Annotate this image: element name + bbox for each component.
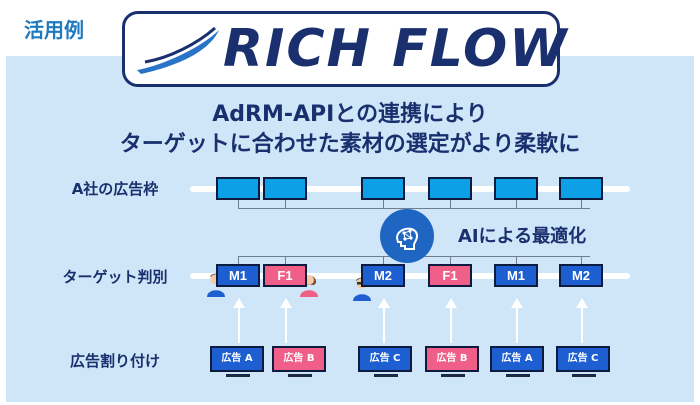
target-tag: M2 (361, 264, 405, 287)
ad-stand (506, 374, 530, 377)
ai-brain-icon (395, 227, 419, 250)
ad-slot-track (190, 186, 630, 192)
swoosh-icon (137, 26, 219, 74)
ad-slot-frame (494, 177, 538, 200)
connector-drop (450, 200, 451, 209)
ad-slot-frame (263, 177, 307, 200)
connector-drop (238, 200, 239, 209)
logo-text: RICH FLOW (223, 19, 569, 79)
connector-drop (383, 200, 384, 209)
row-label-assignment: 広告割り付け (69, 352, 160, 370)
connector-drop (581, 200, 582, 209)
ad-creative: 広告 B (425, 346, 479, 372)
connector-rise (238, 256, 239, 266)
ad-creative: 広告 A (490, 346, 544, 372)
row-label-target: ターゲット判別 (62, 268, 168, 286)
headline-line-2: ターゲットに合わせた素材の選定がより柔軟に (119, 132, 581, 157)
background-panel (6, 56, 694, 402)
ad-slot-frame (216, 177, 260, 200)
up-arrow-icon (576, 298, 588, 343)
connector-drop (516, 200, 517, 209)
ad-creative: 広告 A (210, 346, 264, 372)
ad-creative: 広告 C (358, 346, 412, 372)
ai-badge (380, 209, 434, 263)
ad-slot-frame (428, 177, 472, 200)
connector-rise (581, 256, 582, 266)
ad-creative: 広告 B (272, 346, 326, 372)
row-label-ad-slots: A社の広告枠 (71, 180, 159, 198)
up-arrow-icon (445, 298, 457, 343)
ad-stand (572, 374, 596, 377)
target-tag: F1 (263, 264, 307, 287)
up-arrow-icon (233, 298, 245, 343)
headline-line-1: AdRM-APIとの連携により (212, 102, 488, 127)
ad-stand (374, 374, 398, 377)
connector-rise (450, 256, 451, 266)
up-arrow-icon (511, 298, 523, 343)
ad-creative: 広告 C (556, 346, 610, 372)
case-label: 活用例 (24, 18, 84, 42)
connector-rise (285, 256, 286, 266)
target-tag: M1 (494, 264, 538, 287)
up-arrow-icon (378, 298, 390, 343)
target-tag: M2 (559, 264, 603, 287)
connector-top (238, 208, 590, 209)
ad-slot-frame (559, 177, 603, 200)
rich-flow-logo: RICH FLOW (122, 11, 567, 87)
ad-stand (226, 374, 250, 377)
ai-optimization-label: AIによる最適化 (458, 226, 587, 247)
target-tag: F1 (428, 264, 472, 287)
ad-stand (441, 374, 465, 377)
target-track (190, 273, 630, 279)
ad-slot-frame (361, 177, 405, 200)
connector-rise (516, 256, 517, 266)
connector-rise (383, 256, 384, 266)
target-tag: M1 (216, 264, 260, 287)
connector-drop (285, 200, 286, 209)
ad-stand (288, 374, 312, 377)
up-arrow-icon (280, 298, 292, 343)
